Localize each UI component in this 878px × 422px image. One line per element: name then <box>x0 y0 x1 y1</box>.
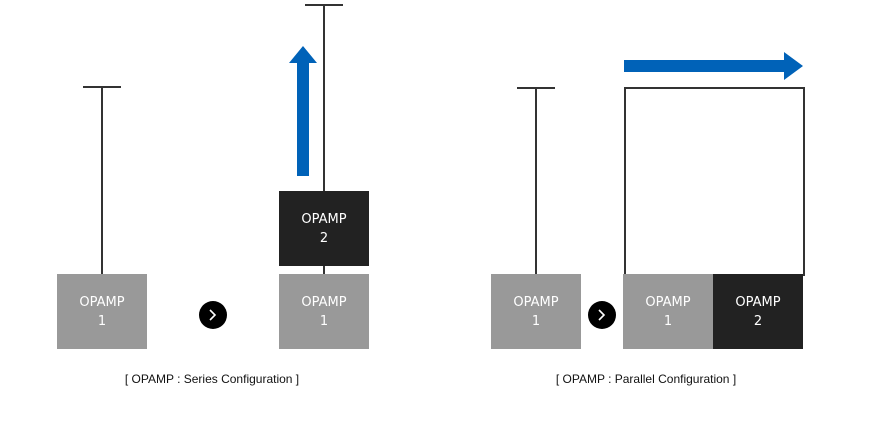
up-arrow-icon <box>289 46 317 176</box>
opamp-label: OPAMP <box>513 294 559 310</box>
parallel-outline-frame <box>624 87 805 276</box>
opamp-label: OPAMP <box>735 294 781 310</box>
opamp-number: 1 <box>531 313 541 329</box>
parallel-step-indicator <box>588 301 616 329</box>
chevron-right-icon <box>598 309 606 321</box>
series-caption: [ OPAMP : Series Configuration ] <box>124 372 300 386</box>
opamp-number: 2 <box>753 313 763 329</box>
parallel-before-stem <box>535 87 537 274</box>
parallel-before-opamp1: OPAMP 1 <box>491 274 581 349</box>
chevron-right-icon <box>209 309 217 321</box>
opamp-label: OPAMP <box>301 211 347 227</box>
opamp-label: OPAMP <box>79 294 125 310</box>
opamp-number: 1 <box>319 313 329 329</box>
opamp-label: OPAMP <box>645 294 691 310</box>
opamp-number: 1 <box>663 313 673 329</box>
series-after-opamp2: OPAMP 2 <box>279 191 369 266</box>
opamp-label: OPAMP <box>301 294 347 310</box>
opamp-number: 2 <box>319 230 329 246</box>
series-after-opamp1: OPAMP 1 <box>279 274 369 349</box>
series-step-indicator <box>199 301 227 329</box>
opamp-number: 1 <box>97 313 107 329</box>
series-after-link <box>323 266 325 274</box>
parallel-caption: [ OPAMP : Parallel Configuration ] <box>555 372 737 386</box>
series-before-opamp1: OPAMP 1 <box>57 274 147 349</box>
right-arrow-icon <box>624 52 803 80</box>
series-before-stem <box>101 86 103 274</box>
parallel-after-opamp1: OPAMP 1 <box>623 274 713 349</box>
series-after-stem <box>323 4 325 192</box>
parallel-after-opamp2: OPAMP 2 <box>713 274 803 349</box>
